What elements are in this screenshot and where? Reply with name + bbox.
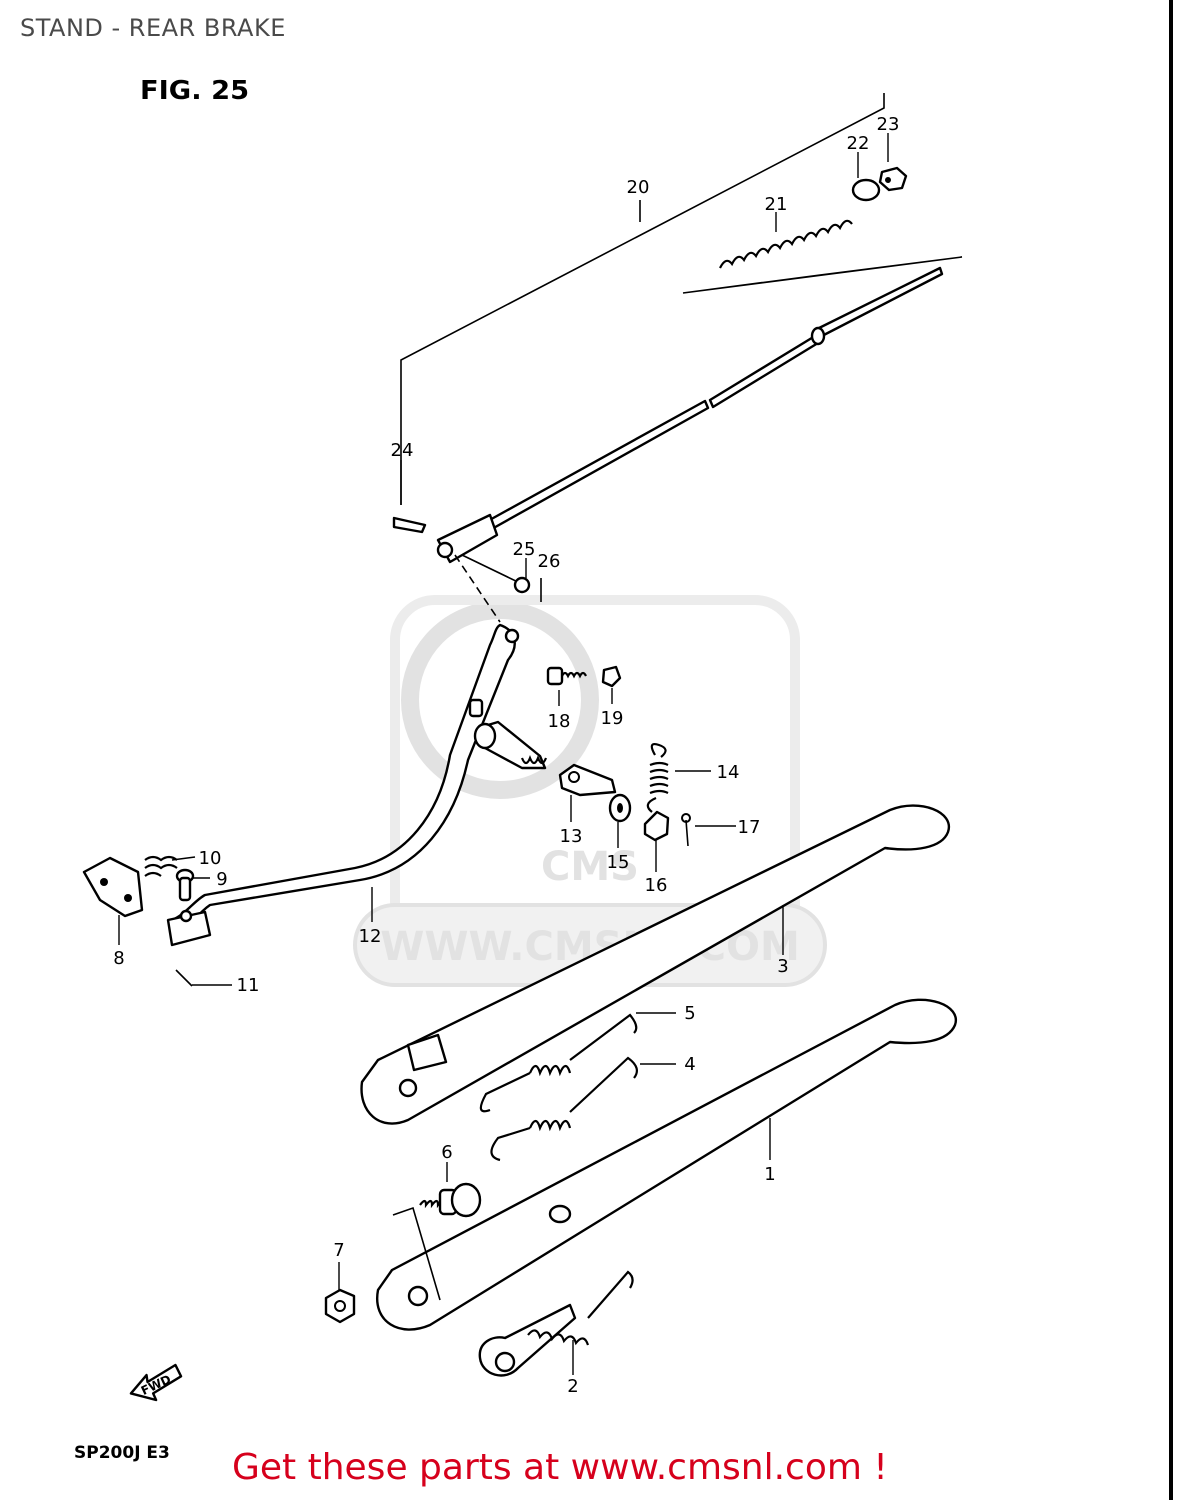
- callout-7: 7: [333, 1240, 344, 1261]
- pivot-shaft: [473, 720, 548, 770]
- callout-9: 9: [216, 869, 227, 890]
- callout-3: 3: [777, 956, 788, 977]
- callout-26: 26: [538, 551, 561, 572]
- callout-5: 5: [684, 1003, 695, 1024]
- callout-14: 14: [717, 762, 740, 783]
- callout-19: 19: [601, 708, 624, 729]
- page-title: STAND - REAR BRAKE: [20, 14, 286, 42]
- clevis-pin-9: [175, 868, 195, 902]
- callout-6: 6: [441, 1142, 452, 1163]
- callout-22: 22: [847, 133, 870, 154]
- callout-8: 8: [113, 948, 124, 969]
- callout-20: 20: [627, 177, 650, 198]
- spring-5: [479, 1013, 638, 1113]
- adjuster-22: [851, 178, 881, 202]
- leader-lines: [118, 133, 889, 1375]
- stand-3: [360, 804, 951, 1125]
- adjuster-nut-23: [878, 166, 908, 192]
- nut-16: [643, 810, 670, 842]
- spring-4: [490, 1056, 638, 1162]
- cta-link[interactable]: Get these parts at www.cmsnl.com !: [232, 1447, 888, 1488]
- bolt-18: [546, 666, 587, 686]
- spring-2: [478, 1270, 634, 1377]
- washer-15: [608, 793, 632, 823]
- cotter-pin-11: [175, 969, 193, 987]
- cotter-pin-17: [681, 813, 691, 847]
- callout-17: 17: [738, 817, 761, 838]
- bolt-6: [392, 1182, 482, 1301]
- callout-25: 25: [513, 539, 536, 560]
- callout-18: 18: [548, 711, 571, 732]
- spring-21: [719, 219, 853, 269]
- washer-25: [513, 576, 531, 594]
- spring-10: [144, 855, 178, 877]
- nut-19: [601, 665, 622, 688]
- callouts: 1 2 3 4 5 6 7 8 9 10 11 12 13 14 15 16 1…: [113, 114, 899, 1397]
- callout-13: 13: [560, 826, 583, 847]
- callout-23: 23: [877, 114, 900, 135]
- callout-12: 12: [359, 926, 382, 947]
- rod-joint-24: [392, 513, 521, 623]
- brake-pedal-12: [166, 623, 520, 947]
- spring-14: [646, 743, 669, 813]
- forward-arrow-icon: FWD: [129, 1363, 183, 1402]
- callout-21: 21: [765, 194, 788, 215]
- callout-15: 15: [607, 852, 630, 873]
- watermark-logo: CMS: [541, 844, 639, 890]
- callout-10: 10: [199, 848, 222, 869]
- callout-1: 1: [764, 1164, 775, 1185]
- callout-11: 11: [237, 975, 260, 996]
- callout-4: 4: [684, 1054, 695, 1075]
- model-code: SP200J E3: [74, 1443, 170, 1463]
- callout-24: 24: [391, 440, 414, 461]
- stand-1: [375, 998, 958, 1331]
- callout-2: 2: [567, 1376, 578, 1397]
- bracket-8: [82, 856, 144, 918]
- callout-16: 16: [645, 875, 668, 896]
- nut-7: [324, 1288, 356, 1324]
- plate-13: [558, 763, 617, 797]
- figure-label: FIG. 25: [140, 76, 250, 106]
- brake-rod: [484, 256, 963, 532]
- cable-group-bracket: [400, 93, 885, 505]
